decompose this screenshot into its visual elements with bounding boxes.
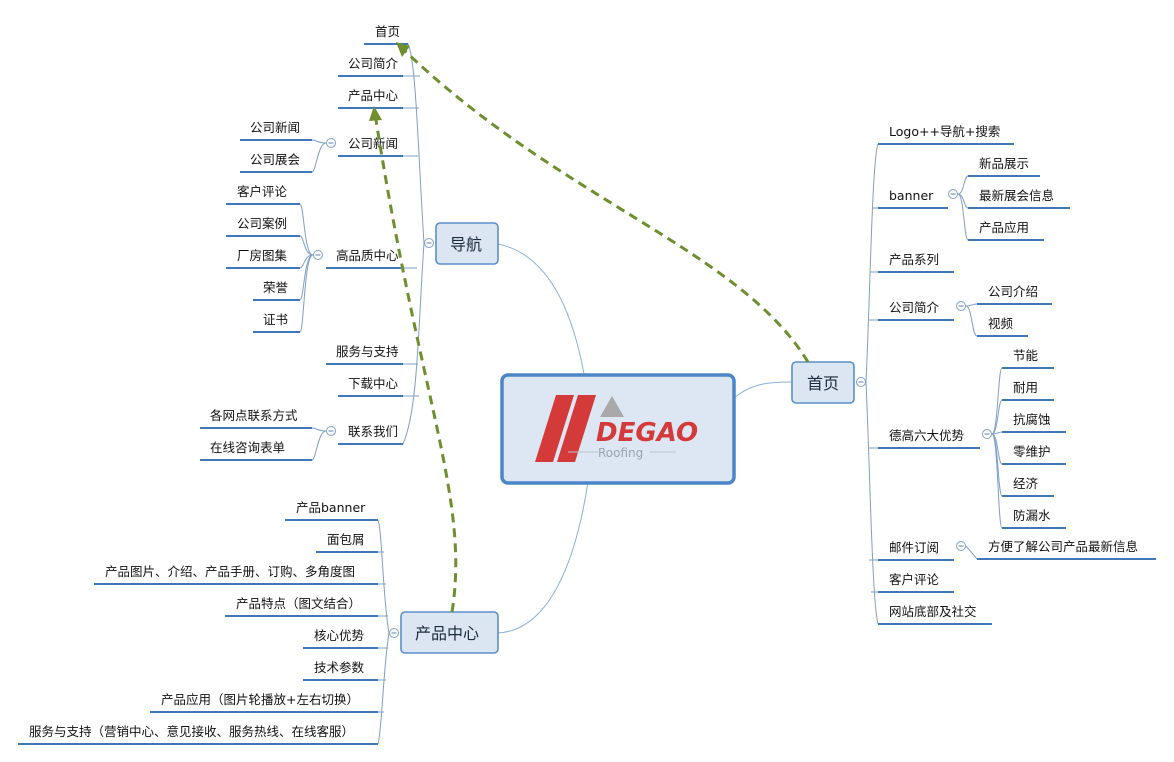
arrowhead-home xyxy=(396,42,410,57)
relationship-arrow-home[interactable] xyxy=(402,48,810,363)
home-item-banner[interactable]: banner xyxy=(889,188,934,203)
connector-center-products xyxy=(497,481,589,634)
nav-item-contact[interactable]: 联系我们 xyxy=(348,424,398,439)
home-item-subscribe[interactable]: 邮件订阅 xyxy=(889,540,939,555)
collapse-icon[interactable] xyxy=(389,628,399,638)
nav-item-home[interactable]: 首页 xyxy=(375,24,400,39)
nav-item-download[interactable]: 下载中心 xyxy=(348,376,399,391)
collapse-icon[interactable] xyxy=(313,250,323,260)
products-node-label: 产品中心 xyxy=(415,624,479,643)
collapse-icon[interactable] xyxy=(982,429,992,439)
central-logo-node[interactable]: DEGAO Roofing xyxy=(500,373,736,485)
nav-item-quality[interactable]: 高品质中心 xyxy=(336,248,399,263)
product-item-applications[interactable]: 产品应用（图片轮播放+左右切换） xyxy=(161,692,359,707)
nav-branch: 导航 首页 公司简介 产品中心 公司新闻 公司新闻 公司展会 高品质中心 xyxy=(200,24,499,461)
homepage-branch: 首页 Logo++导航+搜索 banner 新品展示 最新展会信息 产品应用 产… xyxy=(791,124,1156,625)
homepage-node[interactable] xyxy=(791,361,855,404)
connector-center-home xyxy=(733,381,793,399)
nav-news-sub-expo[interactable]: 公司展会 xyxy=(250,152,301,167)
collapse-icon[interactable] xyxy=(856,377,866,387)
collapse-icon[interactable] xyxy=(424,238,434,248)
product-item-breadcrumb[interactable]: 面包屑 xyxy=(327,532,365,547)
logo-wordmark: DEGAO xyxy=(596,418,698,448)
home-item-about[interactable]: 公司简介 xyxy=(889,300,940,315)
products-branch: 产品中心 产品banner 面包屑 产品图片、介绍、产品手册、订购、多角度图 产… xyxy=(18,500,499,745)
collapse-icon[interactable] xyxy=(956,541,966,551)
product-item-features[interactable]: 产品特点（图文结合） xyxy=(236,596,361,611)
nav-news-sub-news[interactable]: 公司新闻 xyxy=(250,120,300,135)
connector-center-nav xyxy=(497,243,585,375)
home-banner-sub-apps[interactable]: 产品应用 xyxy=(979,220,1029,235)
nav-item-news[interactable]: 公司新闻 xyxy=(348,136,398,151)
degao-logo: DEGAO Roofing xyxy=(535,395,698,462)
product-item-images[interactable]: 产品图片、介绍、产品手册、订购、多角度图 xyxy=(105,564,355,579)
home-item-series[interactable]: 产品系列 xyxy=(889,252,939,267)
logo-subtitle: Roofing xyxy=(598,446,643,460)
product-item-tech-params[interactable]: 技术参数 xyxy=(314,660,365,675)
nav-contact-sub-form[interactable]: 在线咨询表单 xyxy=(210,440,285,455)
home-banner-sub-expo[interactable]: 最新展会信息 xyxy=(979,188,1054,203)
collapse-icon[interactable] xyxy=(326,426,336,436)
collapse-icon[interactable] xyxy=(948,189,958,199)
product-item-service[interactable]: 服务与支持（营销中心、意见接收、服务热线、在线客服） xyxy=(29,724,354,739)
home-item-advantages[interactable]: 德高六大优势 xyxy=(889,428,965,443)
nav-node-label: 导航 xyxy=(450,235,482,254)
product-item-banner[interactable]: 产品banner xyxy=(296,500,366,515)
relationship-arrow-products[interactable] xyxy=(374,119,458,613)
home-adv-sub-leakproof[interactable]: 防漏水 xyxy=(1013,508,1051,523)
home-adv-sub-durable[interactable]: 耐用 xyxy=(1013,380,1038,395)
arrowhead-products xyxy=(369,106,382,121)
product-item-core-advantages[interactable]: 核心优势 xyxy=(314,628,365,643)
nav-quality-sub-gallery[interactable]: 厂房图集 xyxy=(237,248,288,263)
home-subscribe-sub[interactable]: 方便了解公司产品最新信息 xyxy=(988,539,1138,554)
nav-quality-sub-certs[interactable]: 证书 xyxy=(263,312,288,327)
nav-item-service[interactable]: 服务与支持 xyxy=(336,344,399,359)
nav-quality-sub-reviews[interactable]: 客户评论 xyxy=(237,184,288,199)
home-adv-sub-energy[interactable]: 节能 xyxy=(1013,348,1039,363)
collapse-icon[interactable] xyxy=(326,138,336,148)
home-adv-sub-maintenance[interactable]: 零维护 xyxy=(1013,444,1051,459)
home-item-logo-nav[interactable]: Logo++导航+搜索 xyxy=(889,124,1000,139)
nav-contact-sub-branches[interactable]: 各网点联系方式 xyxy=(210,408,298,423)
products-node[interactable] xyxy=(400,611,499,654)
relationship-arrows xyxy=(369,42,810,613)
home-adv-sub-anticorrosion[interactable]: 抗腐蚀 xyxy=(1013,412,1051,427)
homepage-node-label: 首页 xyxy=(807,374,839,393)
nav-quality-sub-honors[interactable]: 荣誉 xyxy=(263,280,289,295)
home-adv-sub-economic[interactable]: 经济 xyxy=(1013,476,1039,491)
collapse-icon[interactable] xyxy=(956,301,966,311)
home-about-sub-intro[interactable]: 公司介绍 xyxy=(988,284,1038,299)
home-about-sub-video[interactable]: 视频 xyxy=(988,316,1014,331)
nav-node[interactable] xyxy=(435,222,499,265)
nav-quality-sub-cases[interactable]: 公司案例 xyxy=(237,216,287,231)
home-item-footer[interactable]: 网站底部及社交 xyxy=(889,604,977,619)
nav-item-about[interactable]: 公司简介 xyxy=(348,56,399,71)
home-item-reviews[interactable]: 客户评论 xyxy=(889,572,940,587)
nav-item-products[interactable]: 产品中心 xyxy=(348,88,399,103)
home-banner-sub-new[interactable]: 新品展示 xyxy=(979,156,1029,171)
